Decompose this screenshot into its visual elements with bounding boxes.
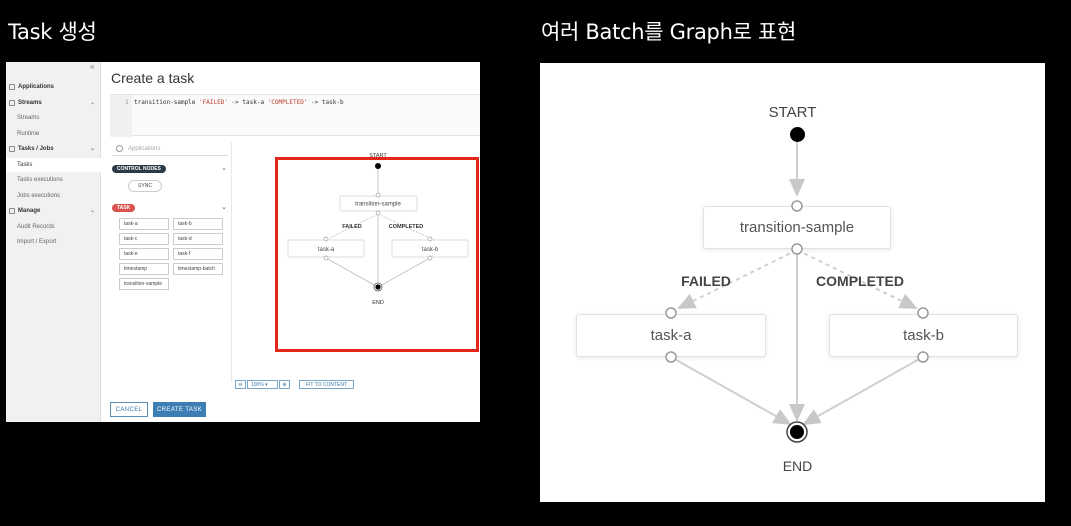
chevron-down-icon: ⌄ (89, 146, 95, 152)
task-palette-item[interactable]: task-a (119, 218, 169, 230)
task-palette-item[interactable]: task-d (173, 233, 223, 245)
mini-node-a: task-a (318, 247, 335, 253)
create-task-button[interactable]: CREATE TASK (153, 402, 206, 417)
sidebar-item-streams[interactable]: Streams (6, 111, 101, 125)
palette: Applications CONTROL NODES ⌄ SYNC TASK ⌄… (110, 142, 232, 382)
sidebar-item-label: Import / Export (17, 239, 57, 245)
task-palette-item[interactable]: task-e (119, 248, 169, 260)
sidebar-item-label: Audit Records (17, 223, 55, 230)
mini-end-label: END (372, 300, 384, 306)
right-heading: 여러 Batch를 Graph로 표현 (541, 20, 797, 44)
fit-to-content-button[interactable]: FIT TO CONTENT (299, 380, 354, 389)
chevron-down-icon: ⌄ (89, 208, 95, 214)
sidebar-item-tasks-executions[interactable]: Tasks executions (6, 173, 101, 187)
task-palette-item[interactable]: timestamp (119, 263, 169, 275)
cancel-button[interactable]: CANCEL (110, 402, 148, 417)
mini-node-main: transition-sample (355, 202, 401, 208)
zoom-level-select[interactable]: 100% ▾ (247, 380, 278, 389)
sidebar-item-label: Tasks (17, 161, 33, 168)
highlight-box (275, 157, 479, 352)
mini-completed-label: COMPLETED (389, 224, 424, 230)
task-a-node[interactable]: task-a (576, 314, 766, 357)
palette-search-input[interactable]: Applications (112, 142, 228, 156)
task-palette-item[interactable]: task-c (119, 233, 169, 245)
sync-node[interactable]: SYNC (128, 180, 162, 192)
completed-edge-label: COMPLETED (816, 273, 904, 289)
editor-code-line[interactable]: transition-sample 'FAILED' -> task-a 'CO… (134, 99, 344, 106)
sidebar-item-label: Jobs executions (17, 192, 61, 199)
sidebar-item-label: Tasks executions (17, 177, 63, 183)
sidebar-item-label: Streams (18, 99, 42, 106)
code-token: transition-sample (134, 99, 200, 106)
code-token-string: 'FAILED' (199, 99, 228, 106)
task-palette-item[interactable]: transition-sample (119, 278, 169, 290)
sidebar-item-tasks[interactable]: Tasks (6, 157, 101, 172)
manage-icon (9, 208, 15, 214)
sidebar-item-jobs-executions[interactable]: Jobs executions (6, 189, 101, 203)
failed-edge-label: FAILED (681, 273, 731, 289)
editor-gutter (110, 95, 132, 137)
sidebar-item-applications[interactable]: Applications (6, 80, 101, 94)
code-token-string: 'COMPLETED' (267, 99, 308, 106)
mini-node-b: task-b (422, 247, 439, 253)
sidebar-item-label: Manage (18, 208, 41, 214)
task-palette-item[interactable]: task-f (173, 248, 223, 260)
task-palette-item[interactable]: task-b (173, 218, 223, 230)
sidebar-item-import-export[interactable]: Import / Export (6, 235, 101, 249)
sidebar-item-label: Tasks / Jobs (18, 146, 54, 152)
chevron-down-icon: ⌄ (89, 99, 95, 106)
stream-icon (9, 99, 15, 106)
start-label: START (768, 104, 817, 121)
graph-panel: START transition-sample task-a task-b FA… (540, 63, 1045, 502)
task-palette-item[interactable]: timestamp-batch (173, 263, 223, 275)
search-icon (116, 145, 123, 152)
sidebar-item-audit-records[interactable]: Audit Records (6, 220, 101, 234)
control-nodes-badge: CONTROL NODES (112, 165, 166, 173)
sidebar-item-runtime[interactable]: Runtime (6, 127, 101, 141)
sidebar-item-manage[interactable]: Manage ⌄ (6, 204, 101, 218)
sidebar-item-label: Streams (17, 115, 40, 121)
transition-sample-node[interactable]: transition-sample (703, 206, 891, 249)
lock-icon (9, 146, 15, 152)
left-heading: Task 생성 (8, 20, 97, 44)
chevron-down-icon[interactable]: ⌄ (221, 165, 227, 172)
code-token: -> task-b (307, 99, 344, 106)
dsl-editor[interactable]: 1 transition-sample 'FAILED' -> task-a '… (110, 94, 480, 137)
end-label: END (782, 458, 813, 474)
sidebar-item-label: Runtime (17, 130, 40, 137)
page-title: Create a task (111, 70, 195, 86)
grid-icon (9, 84, 15, 90)
start-node[interactable] (790, 127, 805, 142)
mini-failed-label: FAILED (342, 224, 362, 230)
graph-edges (670, 136, 924, 425)
code-token: -> task-a (227, 99, 268, 106)
sidebar-item-tasks-jobs[interactable]: Tasks / Jobs ⌄ (6, 142, 101, 156)
mini-graph: START transition-sample task-a task-b FA… (287, 153, 469, 306)
task-badge: TASK (112, 204, 136, 212)
zoom-in-button[interactable]: ⊕ (279, 380, 290, 389)
editor-line-number: 1 (125, 99, 129, 106)
chevron-down-icon[interactable]: ⌄ (221, 204, 227, 211)
sidebar-item-label: Applications (18, 84, 55, 90)
task-b-node[interactable]: task-b (829, 314, 1018, 357)
zoom-out-button[interactable]: ⊖ (235, 380, 246, 389)
end-dot (375, 284, 381, 290)
search-placeholder: Applications (128, 146, 161, 152)
mini-start-label: START (369, 153, 387, 159)
start-dot (375, 163, 381, 169)
collapse-sidebar-icon[interactable]: « (90, 62, 95, 71)
sidebar-item-streams[interactable]: Streams ⌄ (6, 96, 101, 110)
